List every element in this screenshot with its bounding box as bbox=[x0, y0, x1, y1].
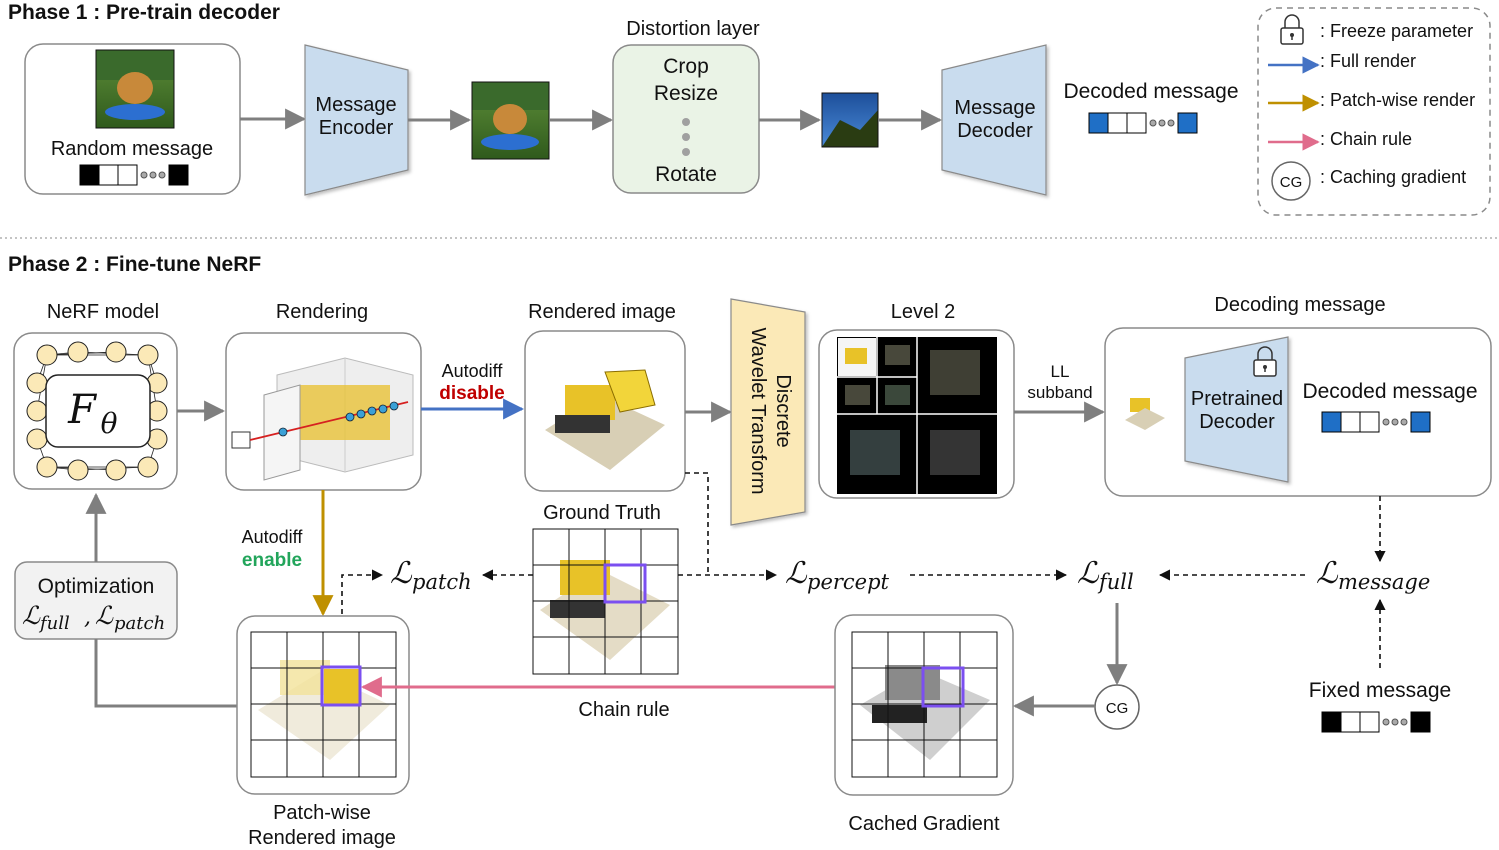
rendering-scene bbox=[231, 357, 414, 481]
phase1-title: Phase 1 : Pre-train decoder bbox=[8, 1, 280, 24]
decoder-lock-icon bbox=[1253, 346, 1277, 377]
distorted-image bbox=[821, 92, 879, 148]
patch-rendered-label-1: Patch-wise bbox=[273, 802, 371, 824]
legend-patch-render: : Patch-wise render bbox=[1320, 90, 1475, 110]
pretrained-decoder-1: Pretrained bbox=[1191, 388, 1283, 410]
random-message-label: Random message bbox=[51, 138, 213, 160]
distortion-crop: Crop bbox=[663, 55, 709, 78]
loss-message-symbol: ℒ bbox=[1316, 556, 1339, 591]
distortion-title: Distortion layer bbox=[626, 18, 760, 40]
loss-full-symbol: ℒ bbox=[1077, 556, 1100, 591]
ll-thumbnail bbox=[1125, 398, 1165, 430]
loss-patch-symbol: ℒ bbox=[390, 556, 413, 591]
loss-dashed-arrows bbox=[341, 472, 1386, 668]
fixed-message-label: Fixed message bbox=[1309, 679, 1451, 702]
phase2-decoded-message-label: Decoded message bbox=[1302, 380, 1477, 403]
pretrained-decoder-2: Decoder bbox=[1199, 411, 1275, 433]
encoder-label-1: Message bbox=[315, 94, 396, 116]
wavelet-subbands bbox=[837, 337, 997, 494]
cached-gradient-label: Cached Gradient bbox=[848, 813, 1000, 835]
decoder-label-2: Decoder bbox=[957, 120, 1033, 142]
rendering-label: Rendering bbox=[276, 301, 368, 323]
legend-caching: : Caching gradient bbox=[1320, 167, 1466, 187]
loss-percept-sub: percept bbox=[807, 570, 890, 594]
dog-image-input bbox=[95, 49, 175, 129]
dwt-label-2: Wavelet Transform bbox=[747, 327, 769, 494]
autodiff-disable-1: Autodiff bbox=[442, 361, 504, 381]
legend-freeze: : Freeze parameter bbox=[1320, 21, 1473, 41]
decoding-message-label: Decoding message bbox=[1214, 294, 1385, 316]
random-message-bits bbox=[79, 164, 189, 186]
rendered-image-label: Rendered image bbox=[528, 301, 676, 323]
opt-loss-patch-sub: patch bbox=[114, 613, 165, 634]
autodiff-enable-1: Autodiff bbox=[242, 527, 304, 547]
patch-rendered-grid bbox=[250, 631, 397, 778]
lego-bulldozer-image bbox=[545, 369, 665, 470]
legend-full-render: : Full render bbox=[1320, 51, 1416, 71]
loss-patch-sub: patch bbox=[412, 570, 472, 594]
autodiff-enable-2: enable bbox=[242, 550, 302, 571]
dwt-block bbox=[730, 298, 806, 526]
nerf-nodes bbox=[26, 341, 168, 481]
loss-full-sub: full bbox=[1097, 570, 1134, 594]
opt-loss-patch-symbol: ℒ bbox=[95, 601, 114, 630]
encoded-dog-image bbox=[471, 81, 550, 160]
opt-loss-full-sub: full bbox=[38, 613, 70, 634]
ll-subband-2: subband bbox=[1027, 383, 1092, 402]
loss-message-sub: message bbox=[1338, 570, 1430, 594]
decoder-label-1: Message bbox=[954, 97, 1035, 119]
phase2-decoded-bits bbox=[1321, 411, 1431, 433]
chain-rule-label: Chain rule bbox=[578, 699, 669, 721]
loss-percept-symbol: ℒ bbox=[785, 556, 808, 591]
message-encoder-block bbox=[304, 44, 409, 196]
optimization-label: Optimization bbox=[38, 575, 155, 598]
ground-truth-grid bbox=[532, 528, 679, 675]
distortion-resize: Resize bbox=[654, 82, 718, 105]
legend-chain-rule: : Chain rule bbox=[1320, 129, 1412, 149]
f-theta-main: F bbox=[67, 387, 97, 433]
patch-rendered-label-2: Rendered image bbox=[248, 827, 396, 849]
level2-label: Level 2 bbox=[891, 301, 956, 323]
lock-icon bbox=[1280, 14, 1304, 45]
ll-subband-1: LL bbox=[1051, 362, 1070, 381]
phase1-decoded-message-label: Decoded message bbox=[1063, 80, 1238, 103]
distortion-rotate: Rotate bbox=[655, 163, 717, 186]
cg-node-text: CG bbox=[1106, 700, 1129, 717]
legend-cg-text: CG bbox=[1280, 174, 1303, 191]
message-decoder-block bbox=[941, 44, 1047, 196]
fixed-message-bits bbox=[1321, 711, 1431, 733]
encoder-label-2: Encoder bbox=[319, 117, 394, 139]
ground-truth-label: Ground Truth bbox=[543, 502, 661, 524]
opt-loss-full-symbol: ℒ bbox=[22, 601, 41, 630]
cached-gradient-grid bbox=[851, 631, 998, 778]
f-theta-box bbox=[45, 374, 151, 448]
decoding-message-box bbox=[1104, 327, 1492, 497]
legend-cg-icon bbox=[1271, 161, 1311, 201]
autodiff-disable-2: disable bbox=[439, 383, 504, 404]
f-theta-sub: θ bbox=[101, 407, 118, 440]
opt-comma: , bbox=[84, 605, 91, 630]
dwt-label-1: Discrete bbox=[772, 374, 794, 447]
phase2-title: Phase 2 : Fine-tune NeRF bbox=[8, 253, 261, 276]
phase1-decoded-bits bbox=[1088, 112, 1198, 134]
nerf-model-label: NeRF model bbox=[47, 301, 159, 323]
